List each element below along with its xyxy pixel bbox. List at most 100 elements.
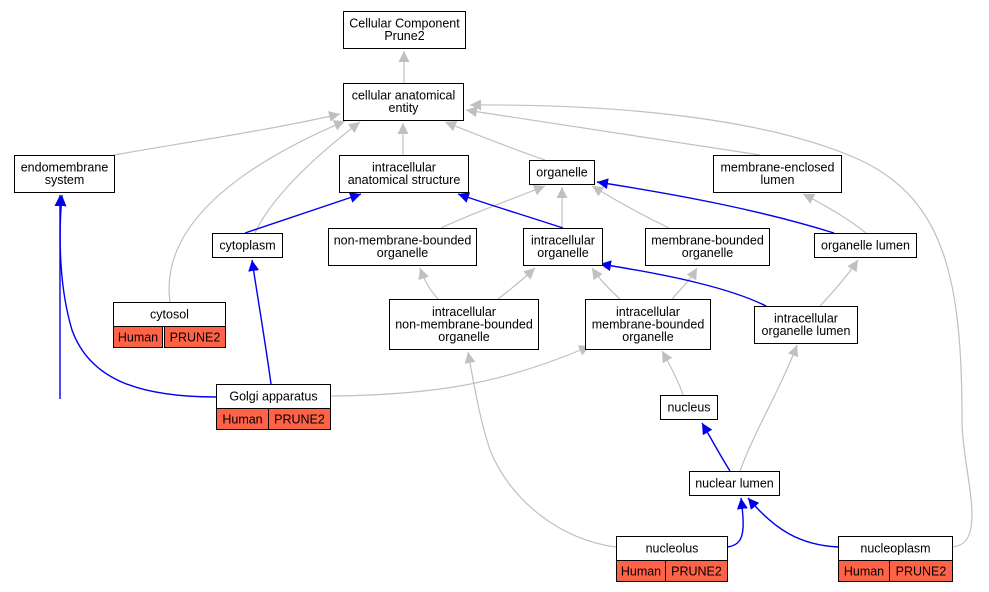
- species-label: Human: [118, 330, 158, 344]
- edge-iol-to-io: [599, 260, 767, 307]
- edge-cytosol-to-cae: [168, 120, 346, 303]
- edge-imbo-to-io: [591, 267, 621, 300]
- node-label-line: Golgi apparatus: [229, 389, 317, 403]
- node-org[interactable]: organelle: [529, 160, 595, 185]
- edge-cyto-to-cae-line: [254, 121, 361, 234]
- edge-nl-to-iol: [739, 344, 799, 472]
- node-box: [216, 384, 331, 409]
- edge-nucleoplasm-to-cae-line: [469, 99, 973, 548]
- gene-cell: [889, 560, 953, 582]
- edge-ol-to-mel: [802, 193, 867, 234]
- edge-nucleoplasm-to-nl-line: [747, 497, 839, 548]
- node-box: [838, 536, 953, 561]
- edge-nucleus-to-imbo: [661, 350, 684, 396]
- edge-nucleoplasm-to-nl: [747, 497, 839, 548]
- gene-label: PRUNE2: [896, 564, 947, 578]
- node-box: [343, 83, 464, 121]
- node-label-line: nuclear lumen: [695, 476, 774, 490]
- species-label: Human: [844, 564, 884, 578]
- node-inmbo[interactable]: intracellularnon-membrane-boundedorganel…: [389, 299, 539, 350]
- node-label-line: endomembrane: [21, 161, 109, 175]
- node-label-line: nucleoplasm: [860, 541, 930, 555]
- gene-label: PRUNE2: [671, 564, 722, 578]
- node-box: [713, 155, 842, 193]
- edge-nucleoplasm-to-cae: [469, 99, 973, 548]
- node-label-line: nucleolus: [646, 541, 699, 555]
- edge-imbo-to-mbo: [671, 267, 698, 300]
- edge-inmbo-to-nmbo-line: [418, 267, 439, 300]
- gene-cell: [164, 326, 226, 348]
- species-label: Human: [222, 412, 262, 426]
- node-box: [645, 228, 770, 266]
- edge-iol-to-io-line: [599, 260, 767, 307]
- edge-nucleolus-to-inmbo-line: [464, 351, 617, 548]
- node-box: [814, 233, 917, 258]
- edge-ol-to-org: [596, 178, 835, 234]
- node-label-line: Cellular Component: [349, 17, 460, 31]
- node-label-line: intracellular: [432, 305, 496, 319]
- node-box: [660, 395, 718, 420]
- edge-imbo-to-mbo-line: [671, 267, 698, 300]
- node-label-line: organelle: [682, 246, 733, 260]
- node-nucleus[interactable]: nucleus: [660, 395, 718, 420]
- node-label-line: cellular anatomical: [352, 89, 456, 103]
- edge-nucleolus-to-nl-line: [726, 497, 748, 548]
- node-label-line: organelle: [377, 246, 428, 260]
- edge-cyto-to-ias-line: [244, 192, 362, 234]
- edge-mel-to-cae: [465, 106, 761, 156]
- edge-org-to-cae-line: [444, 120, 546, 161]
- edge-iol-to-ol: [819, 259, 859, 307]
- node-nl[interactable]: nuclear lumen: [689, 471, 780, 496]
- annotation-row: Human PRUNE2: [838, 560, 953, 582]
- node-label-line: organelle lumen: [821, 238, 910, 252]
- edge-nl-to-iol-line: [739, 344, 799, 472]
- node-label-line: organelle lumen: [762, 324, 851, 338]
- edge-iol-to-ol-line: [819, 259, 859, 307]
- node-label-line: membrane-bounded: [651, 234, 764, 248]
- edge-golgi-to-cyto: [248, 259, 272, 385]
- node-box: [754, 306, 858, 344]
- annotation-row: Human PRUNE2: [216, 408, 331, 430]
- edge-nl-to-nucleus-line: [701, 422, 731, 472]
- node-label-line: intracellular: [372, 161, 436, 175]
- edge-io-to-ias-line: [457, 192, 564, 229]
- edge-golgi-to-imbo: [329, 345, 591, 397]
- node-ol[interactable]: organelle lumen: [814, 233, 917, 258]
- node-box: [585, 299, 711, 350]
- node-label-line: membrane-bounded: [592, 317, 705, 331]
- node-cyto[interactable]: cytoplasm: [212, 233, 283, 258]
- node-box: [328, 228, 477, 266]
- edge-golgi-to-endo-tail: [55, 194, 217, 398]
- node-label-line: cytoplasm: [219, 238, 275, 252]
- node-label-line: organelle: [438, 330, 489, 344]
- edge-ol-to-org-line: [596, 178, 835, 234]
- node-box: [339, 155, 469, 193]
- node-label-line: system: [45, 173, 85, 187]
- edge-inmbo-to-io-line: [497, 267, 536, 300]
- edges-layer: [54, 51, 973, 548]
- node-label-line: organelle: [537, 246, 588, 260]
- edge-org-to-cae: [444, 120, 546, 161]
- node-box: [389, 299, 539, 350]
- edge-golgi-to-cyto-line: [248, 259, 272, 385]
- gene-cell: [268, 408, 331, 430]
- node-label-line: organelle: [622, 330, 673, 344]
- node-label-line: nucleus: [667, 400, 710, 414]
- edge-ol-to-mel-line: [802, 193, 867, 234]
- gene-label: PRUNE2: [274, 412, 325, 426]
